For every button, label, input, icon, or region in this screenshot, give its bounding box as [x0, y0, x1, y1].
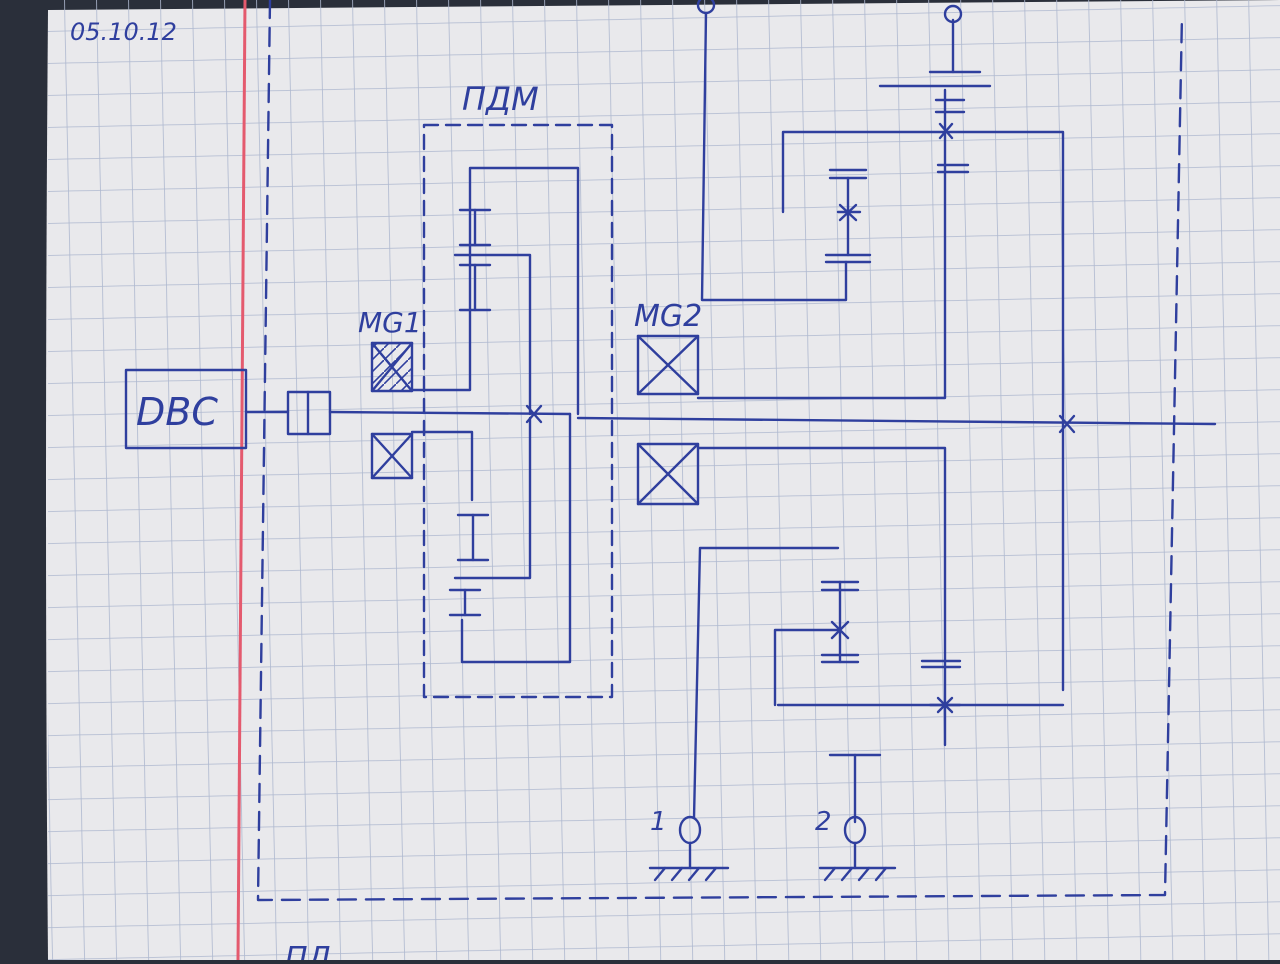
- pdm-label: ПДМ: [462, 80, 539, 118]
- outer-dashed-boundary: [256, 0, 1184, 902]
- engine-label: DBC: [136, 390, 218, 434]
- mg1-label: MG1: [358, 306, 422, 339]
- brake-2-label: 2: [815, 807, 832, 837]
- pdm-dashed-box: [422, 123, 614, 699]
- brake-1-label: 1: [650, 807, 667, 837]
- date-text: 05.10.12: [70, 18, 177, 46]
- engine-box: [124, 368, 248, 450]
- mg1-lower-block: [370, 432, 414, 480]
- top-bearing-2: [943, 4, 963, 24]
- margin-line: [236, 0, 247, 961]
- mg2-label: MG2: [634, 299, 702, 334]
- paper-grid: [48, 0, 1280, 960]
- mg2-lower-block: [636, 442, 700, 506]
- main-output-shaft: [576, 416, 1217, 426]
- mg2-upper-block: [636, 334, 700, 396]
- bottom-cut-text: ПД...: [285, 941, 360, 960]
